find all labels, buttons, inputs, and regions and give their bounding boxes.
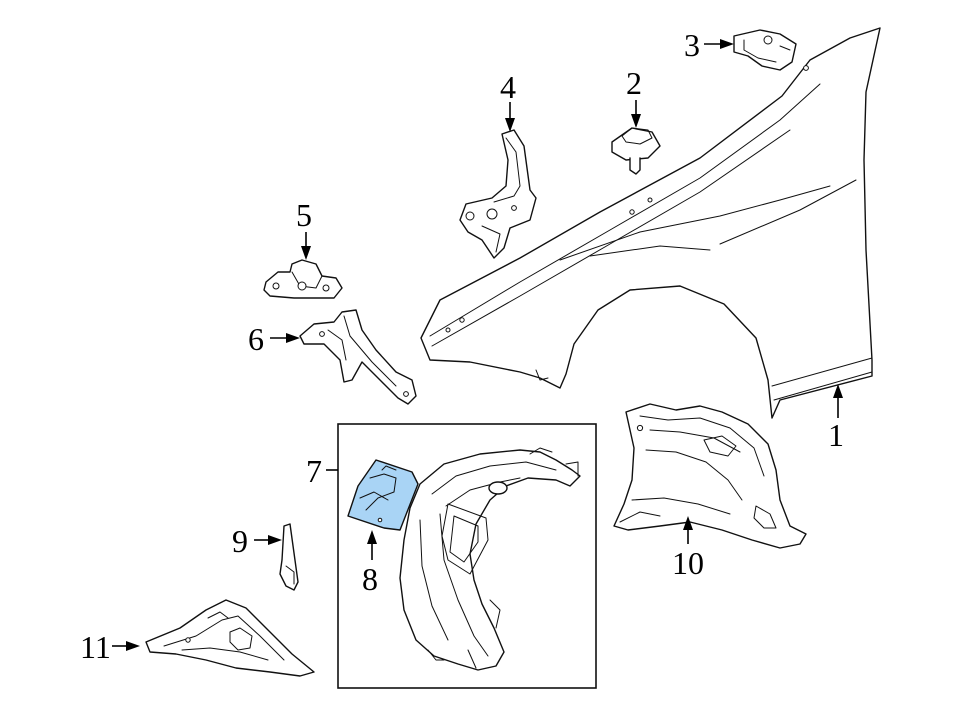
leader-arrow-11 [112, 641, 140, 651]
callout-9: 9 [232, 523, 248, 559]
leader-arrow-8 [367, 530, 377, 560]
strip-part-9[interactable] [279, 523, 299, 591]
fender-part-1[interactable] [420, 27, 881, 419]
bracket-part-5[interactable] [263, 259, 343, 299]
callout-1: 1 [828, 417, 844, 453]
bracket-part-6[interactable] [299, 309, 417, 405]
cover-part-8[interactable] [347, 459, 419, 531]
callout-11: 11 [80, 629, 111, 665]
callout-3: 3 [684, 27, 700, 63]
leader-arrow-5 [301, 232, 311, 260]
callout-2: 2 [626, 65, 642, 101]
clip-part-3[interactable] [733, 29, 797, 71]
callout-5: 5 [296, 197, 312, 233]
leader-arrow-6 [270, 333, 300, 343]
callout-6: 6 [248, 321, 264, 357]
callout-10: 10 [672, 545, 704, 581]
callout-8: 8 [362, 561, 378, 597]
callout-7: 7 [306, 453, 322, 489]
liner-part-11[interactable] [145, 599, 315, 677]
group-box-part-7 [337, 423, 597, 689]
leader-arrow-9 [254, 535, 282, 545]
bracket-part-4[interactable] [459, 129, 537, 259]
liner-part-10[interactable] [613, 403, 807, 549]
callout-4: 4 [500, 69, 516, 105]
leader-arrow-2 [631, 100, 641, 128]
leader-arrow-1 [833, 384, 843, 418]
leader-arrow-10 [683, 516, 693, 544]
liner-part-7[interactable] [399, 447, 581, 671]
leader-arrow-3 [704, 39, 734, 49]
leader-arrow-4 [505, 102, 515, 132]
bolt-part-2[interactable] [611, 127, 661, 175]
